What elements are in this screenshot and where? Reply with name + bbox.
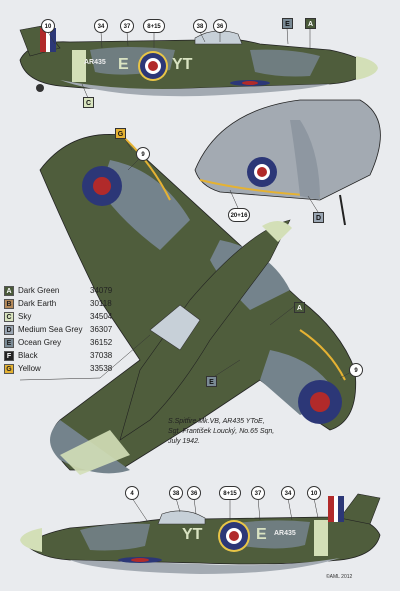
legend-swatch: D bbox=[4, 324, 14, 335]
callout-top-2: 34 bbox=[94, 19, 108, 33]
callout-top-4: 8+15 bbox=[143, 19, 165, 33]
registration-top: AR435 bbox=[84, 59, 106, 66]
callout-bottom-4: 8+15 bbox=[219, 486, 241, 500]
callout-top-6: 36 bbox=[213, 19, 227, 33]
tag-top-e: E bbox=[282, 18, 293, 29]
legend-name: Yellow bbox=[18, 364, 41, 373]
legend-row: E Ocean Grey 36152 bbox=[4, 336, 154, 349]
copyright-text: ©AML 2012 bbox=[326, 574, 353, 580]
legend-swatch: A bbox=[4, 285, 14, 296]
callout-bottom-3: 36 bbox=[187, 486, 201, 500]
callout-bottom-7: 10 bbox=[307, 486, 321, 500]
caption-line: S.Spitfire Mk.VB, AR435 YToE, bbox=[168, 418, 265, 425]
legend-code: 34504 bbox=[90, 312, 113, 321]
legend-row: D Medium Sea Grey 36307 bbox=[4, 323, 154, 336]
caption-line: July 1942. bbox=[168, 438, 200, 445]
callout-bottom-6: 34 bbox=[281, 486, 295, 500]
tag-top-c: C bbox=[83, 97, 94, 108]
code-letters-left-bottom: YT bbox=[182, 526, 203, 543]
legend-swatch: F bbox=[4, 350, 14, 361]
aircraft-caption: S.Spitfire Mk.VB, AR435 YToE, Sgt. Frant… bbox=[168, 417, 318, 447]
legend-name: Dark Green bbox=[18, 286, 60, 295]
legend-name: Sky bbox=[18, 312, 32, 321]
legend-name: Ocean Grey bbox=[18, 338, 62, 347]
top-planform-view bbox=[39, 133, 357, 475]
callout-bottom-1: 4 bbox=[125, 486, 139, 500]
paint-legend: A Dark Green 34079 B Dark Earth 30118 C … bbox=[4, 284, 154, 375]
legend-code: 36152 bbox=[90, 338, 113, 347]
tag-top-a: A bbox=[305, 18, 316, 29]
underwing-view bbox=[194, 99, 381, 226]
tag-mid-d: D bbox=[313, 212, 324, 223]
callout-top-5: 38 bbox=[193, 19, 207, 33]
legend-code: 30118 bbox=[90, 299, 112, 308]
legend-swatch: G bbox=[4, 363, 14, 374]
legend-row: B Dark Earth 30118 bbox=[4, 297, 154, 310]
callout-top-3: 37 bbox=[120, 19, 134, 33]
legend-code: 33538 bbox=[90, 364, 113, 373]
callout-bottom-5: 37 bbox=[251, 486, 265, 500]
legend-row: A Dark Green 34079 bbox=[4, 284, 154, 297]
callout-mid-3: 9 bbox=[349, 363, 363, 377]
callout-mid-2: 20+16 bbox=[228, 208, 250, 222]
code-letters-right-top: YT bbox=[172, 56, 193, 73]
legend-swatch: C bbox=[4, 311, 14, 322]
tag-mid-g: G bbox=[115, 128, 126, 139]
legend-swatch: B bbox=[4, 298, 14, 309]
legend-code: 34079 bbox=[90, 286, 113, 295]
registration-bottom: AR435 bbox=[274, 530, 296, 537]
code-letter-left-top: E bbox=[118, 56, 129, 73]
leader-lines bbox=[19, 27, 356, 523]
legend-row: C Sky 34504 bbox=[4, 310, 154, 323]
legend-row: F Black 37038 bbox=[4, 349, 154, 362]
legend-name: Medium Sea Grey bbox=[18, 325, 83, 334]
legend-code: 37038 bbox=[90, 351, 113, 360]
legend-name: Black bbox=[18, 351, 38, 360]
tag-mid-a: A bbox=[294, 302, 305, 313]
callout-mid-1: 9 bbox=[136, 147, 150, 161]
callout-top-1: 10 bbox=[41, 19, 55, 33]
legend-swatch: E bbox=[4, 337, 14, 348]
top-side-view bbox=[19, 25, 378, 97]
legend-name: Dark Earth bbox=[18, 299, 57, 308]
bottom-side-view bbox=[20, 493, 381, 574]
caption-line: Sgt. František Loucký, No.65 Sqn, bbox=[168, 428, 275, 435]
tag-mid-e: E bbox=[206, 376, 217, 387]
code-letter-right-bottom: E bbox=[256, 526, 267, 543]
legend-row: G Yellow 33538 bbox=[4, 362, 154, 375]
callout-bottom-2: 38 bbox=[169, 486, 183, 500]
legend-code: 36307 bbox=[90, 325, 113, 334]
